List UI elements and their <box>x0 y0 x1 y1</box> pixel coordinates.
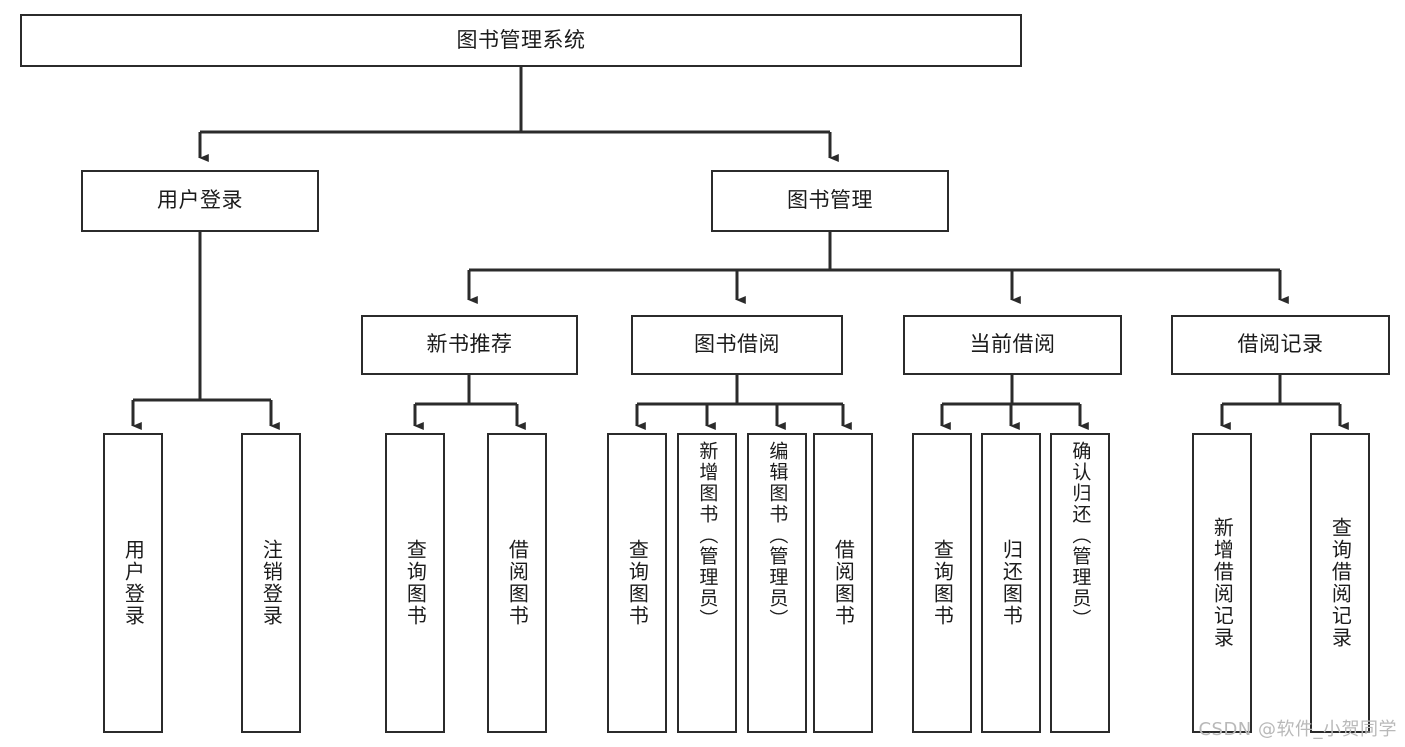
node-book-management[interactable]: 图书管理 <box>711 170 949 232</box>
node-label: 查询图书 <box>625 539 650 627</box>
leaf-node-edit-book-admin[interactable]: 编辑图书（管理员） <box>747 433 807 733</box>
node-label: 图书管理 <box>787 188 873 213</box>
node-book-borrow[interactable]: 图书借阅 <box>631 315 843 375</box>
node-label: 查询借阅记录 <box>1328 517 1353 649</box>
node-label: 用户登录 <box>121 539 146 627</box>
node-label: 借阅记录 <box>1237 332 1324 357</box>
watermark-text: CSDN @软件_小贺同学 <box>1198 719 1397 740</box>
leaf-node-query-borrow-record[interactable]: 查询借阅记录 <box>1310 433 1370 733</box>
node-label: 查询图书 <box>930 539 955 627</box>
leaf-node-borrow-book[interactable]: 借阅图书 <box>813 433 873 733</box>
node-label: 新增借阅记录 <box>1210 517 1235 649</box>
leaf-node-user-logout[interactable]: 注销登录 <box>241 433 301 733</box>
node-label: 新增图书（管理员） <box>696 441 719 630</box>
node-label: 归还图书 <box>999 539 1024 627</box>
leaf-node-add-borrow-record[interactable]: 新增借阅记录 <box>1192 433 1252 733</box>
node-label: 编辑图书（管理员） <box>766 441 789 630</box>
node-label: 用户登录 <box>157 188 243 213</box>
node-user-login[interactable]: 用户登录 <box>81 170 319 232</box>
node-label: 借阅图书 <box>505 539 530 627</box>
leaf-node-query-book-borrow[interactable]: 查询图书 <box>607 433 667 733</box>
leaf-node-query-book-newbook[interactable]: 查询图书 <box>385 433 445 733</box>
node-label: 查询图书 <box>403 539 428 627</box>
leaf-node-query-book-current[interactable]: 查询图书 <box>912 433 972 733</box>
node-new-book-recommend[interactable]: 新书推荐 <box>361 315 578 375</box>
node-label: 新书推荐 <box>426 332 513 357</box>
node-label: 确认归还（管理员） <box>1069 441 1092 630</box>
leaf-node-borrow-book-newbook[interactable]: 借阅图书 <box>487 433 547 733</box>
node-label: 当前借阅 <box>969 332 1056 357</box>
node-label: 图书管理系统 <box>456 27 586 52</box>
node-current-borrow[interactable]: 当前借阅 <box>903 315 1122 375</box>
node-root-system[interactable]: 图书管理系统 <box>20 14 1022 67</box>
node-label: 借阅图书 <box>831 539 856 627</box>
leaf-node-return-book[interactable]: 归还图书 <box>981 433 1041 733</box>
leaf-node-confirm-return-admin[interactable]: 确认归还（管理员） <box>1050 433 1110 733</box>
node-borrow-records[interactable]: 借阅记录 <box>1171 315 1390 375</box>
leaf-node-add-book-admin[interactable]: 新增图书（管理员） <box>677 433 737 733</box>
node-label: 图书借阅 <box>694 332 780 357</box>
leaf-node-user-login[interactable]: 用户登录 <box>103 433 163 733</box>
node-label: 注销登录 <box>259 539 284 627</box>
